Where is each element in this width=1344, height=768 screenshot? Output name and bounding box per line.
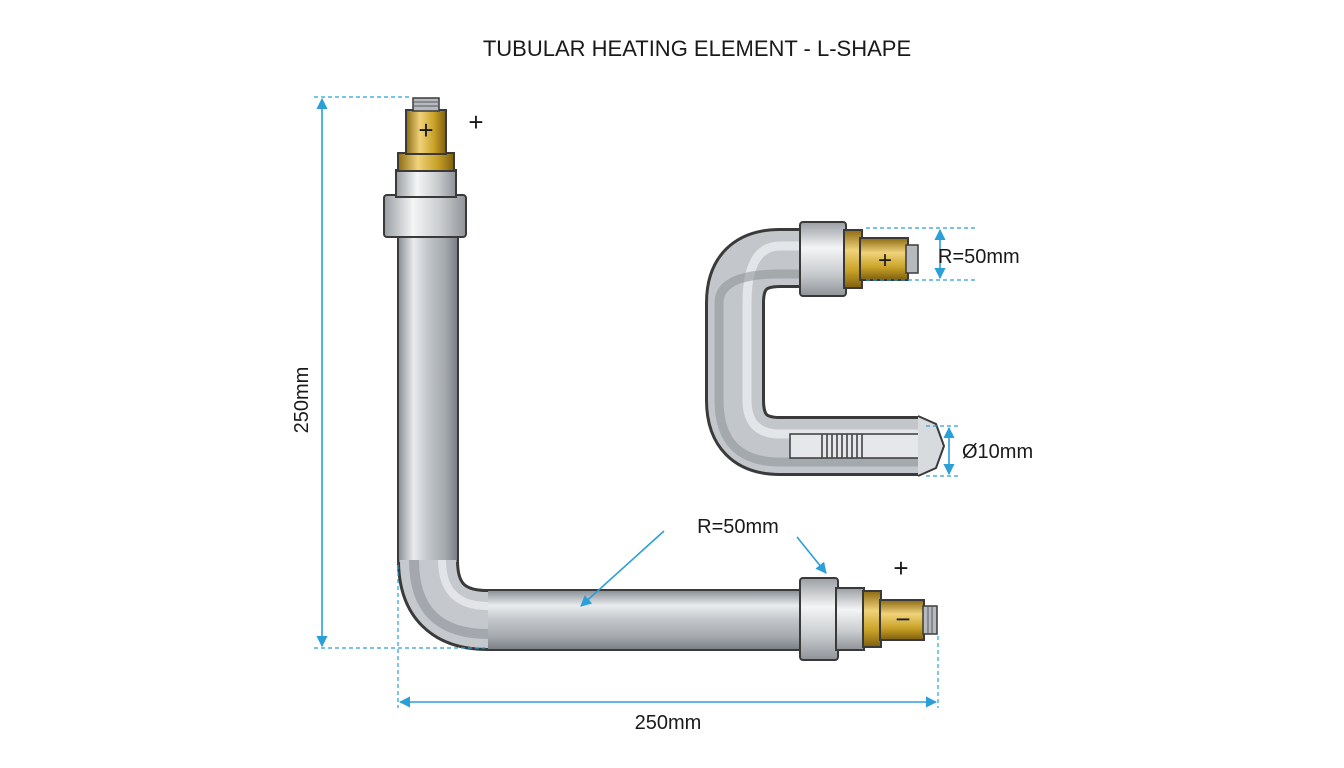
detail-tube-body <box>708 231 920 473</box>
detail-diameter-label: Ø10mm <box>962 441 1033 463</box>
top-polarity-mark: + <box>468 107 483 137</box>
main-tube-vertical <box>399 232 457 562</box>
right-terminal-symbol: − <box>895 604 910 634</box>
right-brass-terminal <box>879 599 925 641</box>
detail-cutaway <box>789 433 921 459</box>
main-tube-horizontal <box>488 591 804 649</box>
top-terminal: + + <box>383 97 484 238</box>
top-thread <box>412 97 440 112</box>
top-brass-nut <box>397 152 455 172</box>
detail-u-view: + R=50mm Ø10mm <box>705 221 1033 477</box>
diagram-title: TUBULAR HEATING ELEMENT - L-SHAPE <box>483 36 911 61</box>
right-terminal: − + <box>799 553 938 661</box>
right-polarity-mark: + <box>893 553 908 583</box>
height-dimension-label: 250mm <box>291 367 313 434</box>
right-brass-nut <box>862 590 882 648</box>
width-dimension-label: 250mm <box>635 712 702 734</box>
bend-leader-right <box>796 536 827 574</box>
right-insulator <box>835 587 865 651</box>
bend-leader-left <box>580 530 665 607</box>
detail-collar <box>799 221 847 297</box>
right-thread <box>922 605 938 635</box>
right-collar <box>799 577 839 661</box>
top-insulator <box>395 169 457 198</box>
heating-coil <box>821 434 863 458</box>
main-dimensions: 250mm 250mm R=50mm <box>291 96 939 734</box>
top-brass-terminal <box>405 109 447 155</box>
main-tube-bend <box>400 558 490 648</box>
main-l-element: + + − + <box>383 97 938 661</box>
detail-thread <box>905 244 919 274</box>
detail-terminal-symbol: + <box>878 247 892 274</box>
top-collar <box>383 194 467 238</box>
top-terminal-symbol: + <box>418 115 433 145</box>
detail-tube-end <box>917 415 946 477</box>
bend-radius-label: R=50mm <box>697 516 779 538</box>
detail-terminal: + <box>799 221 919 297</box>
detail-radius-label: R=50mm <box>938 246 1020 268</box>
